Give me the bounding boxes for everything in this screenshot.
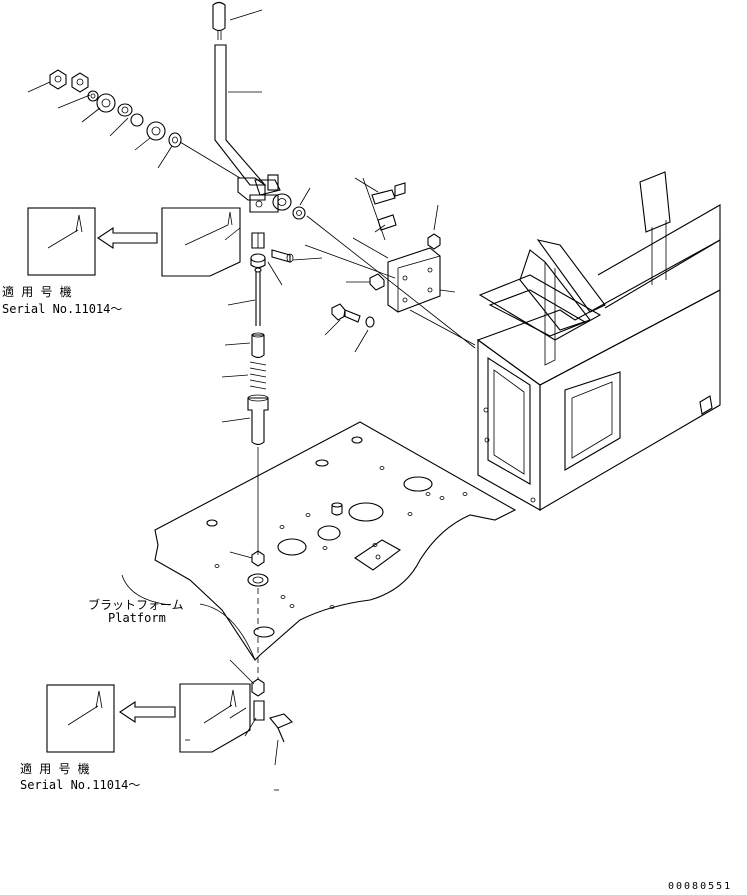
platform-label-en: Platform (108, 611, 166, 625)
detail-inset-upper (27, 207, 241, 277)
mounting-bracket (304, 177, 476, 353)
lower-coupling (229, 659, 293, 791)
serial-number-upper: Serial No.11014～ (2, 302, 123, 316)
console-housing (476, 171, 721, 511)
serial-number-lower: Serial No.11014～ (20, 778, 141, 792)
platform-plate (121, 421, 517, 680)
lever-head (237, 174, 292, 213)
drawing-number: 00080551 (668, 881, 733, 892)
nut-washer-stack (27, 69, 241, 179)
detail-inset-lower (46, 683, 251, 753)
lever-rod (214, 44, 267, 186)
pins-and-bolts-head (267, 187, 476, 349)
applicable-serial-jp-upper: 適 用 号 機 (2, 285, 72, 299)
rod-assembly (221, 232, 269, 567)
lever-knob (212, 1, 263, 40)
platform-label-jp: ブラットフォーム (88, 598, 184, 612)
applicable-serial-jp-lower: 適 用 号 機 (20, 762, 90, 776)
